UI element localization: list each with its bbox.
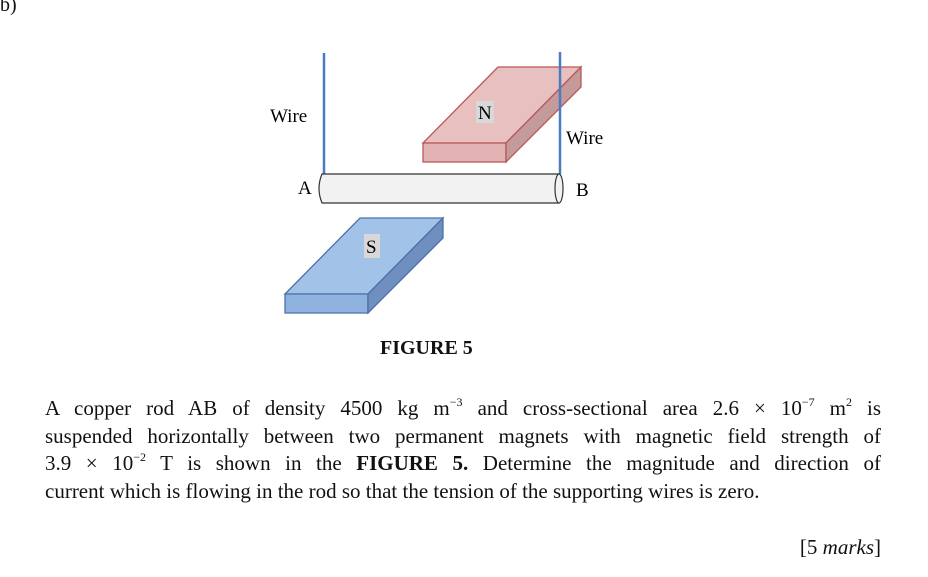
- south-magnet: [283, 216, 445, 315]
- question-line-3: 3.9 × 10−2 T is shown in the FIGURE 5. D…: [45, 450, 881, 476]
- question-text: A copper rod AB of density 4500 kg m−3 a…: [45, 395, 881, 506]
- wire-right-label: Wire: [566, 128, 603, 149]
- question-line-4: current which is flowing in the rod so t…: [45, 479, 760, 504]
- end-b-label: B: [576, 180, 589, 201]
- question-label: b): [0, 0, 17, 16]
- north-pole-label: N: [478, 103, 492, 124]
- end-a-label: A: [298, 178, 312, 199]
- south-pole-label: S: [366, 237, 377, 258]
- copper-rod: [318, 173, 564, 204]
- marks-label: [5 marks]: [799, 535, 881, 559]
- question-line-1: A copper rod AB of density 4500 kg m−3 a…: [45, 395, 881, 420]
- north-magnet: [421, 65, 583, 164]
- figure-caption: FIGURE 5: [380, 337, 473, 359]
- wire-left-label: Wire: [270, 106, 307, 127]
- question-line-2: suspended horizontally between two perma…: [45, 423, 881, 448]
- figure-5-diagram: Wire Wire A B N S: [270, 52, 603, 315]
